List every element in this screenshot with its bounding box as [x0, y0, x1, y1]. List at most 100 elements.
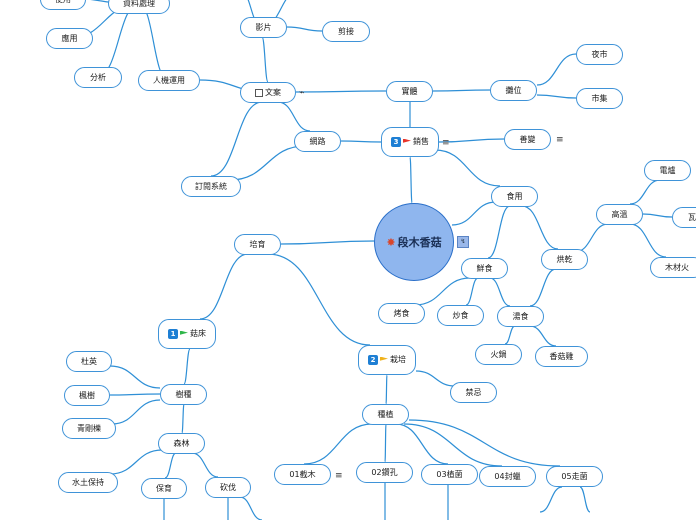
node-peiyu[interactable]: 培育: [234, 234, 281, 255]
e-shiti-tanwei: [432, 89, 491, 92]
node-xiangguji[interactable]: 香菇雞: [535, 346, 588, 367]
node-shiyong[interactable]: 食用: [491, 186, 538, 207]
e-zhongzhi-01: [303, 423, 373, 465]
node-gaowen[interactable]: 高溫: [596, 204, 643, 225]
node-wa[interactable]: 瓦: [672, 207, 696, 228]
node-shuzhong[interactable]: 樹種: [160, 384, 207, 405]
node-shiti[interactable]: 實體: [386, 81, 433, 102]
root-node[interactable]: ✸段木香菇: [374, 203, 454, 281]
node-shuitu[interactable]: 水土保持: [58, 472, 118, 493]
e-root-shiyong: [451, 201, 497, 226]
node-xianshi[interactable]: 鮮食: [461, 258, 508, 279]
e-senlin-baoyu: [164, 452, 177, 479]
node-dianlu[interactable]: 電爐: [644, 160, 691, 181]
priority-3-icon: 3: [391, 136, 401, 147]
e-wenan-dingyue: [210, 101, 263, 177]
link-icon[interactable]: ⌁: [299, 88, 305, 98]
node-step04[interactable]: 04封蠟: [479, 466, 536, 487]
e-shuzhong-duying: [109, 365, 161, 389]
e-xiaoshou-shiyong: [434, 149, 501, 187]
node-renji[interactable]: 人機運用: [138, 70, 200, 91]
e-shuzhong-qinggangli: [111, 399, 161, 425]
node-mucaihuo[interactable]: 木材火: [650, 257, 696, 278]
node-wanglu[interactable]: 網路: [294, 131, 341, 152]
priority-1-icon: 1: [168, 328, 178, 339]
e-xiaoshou-root: [409, 156, 413, 204]
e-tangshi-huoguo: [504, 325, 516, 345]
e-zaipei-jinji: [415, 370, 456, 387]
node-wenan[interactable]: 文案: [240, 82, 296, 103]
e-zhongzhi-03: [395, 423, 449, 465]
e-wanglu-xiaoshou: [340, 140, 382, 143]
e-yingpian-wenan: [261, 36, 269, 83]
bolt-icon: ✸: [386, 235, 396, 249]
e-honggan-gaowen: [574, 223, 609, 253]
red-flag-icon: [403, 138, 411, 143]
note-icon[interactable]: ≡: [335, 471, 343, 481]
e-shuzhong-fengshu: [109, 393, 161, 396]
root-label: 段木香菇: [397, 236, 442, 249]
yellow-flag-icon: [380, 356, 388, 361]
node-step05[interactable]: 05走菌: [546, 466, 603, 487]
e-xiaoshou-shanbian: [438, 138, 505, 143]
node-chaoshi[interactable]: 炒食: [437, 305, 484, 326]
node-fengshu[interactable]: 楓樹: [64, 385, 110, 406]
node-jinji[interactable]: 禁忌: [450, 382, 497, 403]
node-yingyong[interactable]: 應用: [46, 28, 93, 49]
e-senlin-kanfa: [191, 452, 219, 478]
node-dingyue[interactable]: 訂閱系統: [181, 176, 241, 197]
e-tanwei-yeshi: [536, 53, 577, 86]
node-tangshi[interactable]: 湯食: [497, 306, 544, 327]
note-icon[interactable]: ≡: [556, 135, 564, 145]
e-tanwei-shiji: [536, 94, 577, 99]
node-zhongzhi[interactable]: 種植: [362, 404, 409, 425]
e-honggan-tangshi: [529, 268, 557, 307]
e-yingpian-jianjie: [286, 26, 323, 32]
green-flag-icon: [180, 330, 188, 335]
e-gaowen-mucaihuo: [629, 223, 667, 258]
e-05-down2: [579, 486, 591, 513]
e-zhongzhi-04: [403, 423, 503, 467]
e-shuzhong-senlin: [181, 403, 185, 434]
e-peiyu-guchuang: [199, 253, 249, 320]
node-tanwei[interactable]: 攤位: [490, 80, 537, 101]
node-step02[interactable]: 02鑽孔: [356, 462, 413, 483]
node-qinggangli[interactable]: 青剛櫟: [62, 418, 116, 439]
e-zhongzhi-05: [408, 419, 561, 467]
node-shanbian[interactable]: 善變: [504, 129, 551, 150]
e-gaowen-dianlu: [629, 179, 661, 205]
node-step01[interactable]: 01截木: [274, 464, 331, 485]
node-ziliao[interactable]: 資料處理: [108, 0, 170, 14]
node-senlin[interactable]: 森林: [158, 433, 205, 454]
node-duying[interactable]: 杜英: [66, 351, 112, 372]
node-shiyong-top[interactable]: 使用: [40, 0, 86, 10]
e-tangshi-xiangguji: [529, 325, 557, 347]
e-ziliao-renji: [138, 3, 169, 81]
node-honggan[interactable]: 烘乾: [541, 249, 588, 270]
node-huoguo[interactable]: 火鍋: [475, 344, 522, 365]
e-wanglu-dingyue: [229, 145, 306, 181]
e-shiyong-honggan: [521, 205, 559, 250]
node-jianjie[interactable]: 剪接: [322, 21, 370, 42]
e-wenan-shiti: [295, 90, 387, 93]
e-kanfa-down2: [239, 496, 263, 520]
node-yeshi[interactable]: 夜市: [576, 44, 623, 65]
e-xianshi-chaoshi: [465, 277, 479, 306]
node-yingpian[interactable]: 影片: [240, 17, 287, 38]
node-fenxi[interactable]: 分析: [74, 67, 122, 88]
node-step03[interactable]: 03植菌: [421, 464, 478, 485]
node-shiji[interactable]: 市集: [576, 88, 623, 109]
checkbox-icon: [255, 88, 263, 97]
e-shiyong-xianshi: [487, 205, 511, 259]
e-senlin-shuitu: [109, 449, 163, 475]
node-kaoshi[interactable]: 烤食: [378, 303, 425, 324]
e-05-down1: [539, 486, 563, 513]
e-zaipei-zhongzhi: [385, 374, 388, 405]
root-badge-icon[interactable]: ↯: [457, 236, 469, 248]
note-icon[interactable]: ≡: [442, 138, 450, 148]
node-kanfa[interactable]: 砍伐: [205, 477, 251, 498]
node-baoyu[interactable]: 保育: [141, 478, 187, 499]
